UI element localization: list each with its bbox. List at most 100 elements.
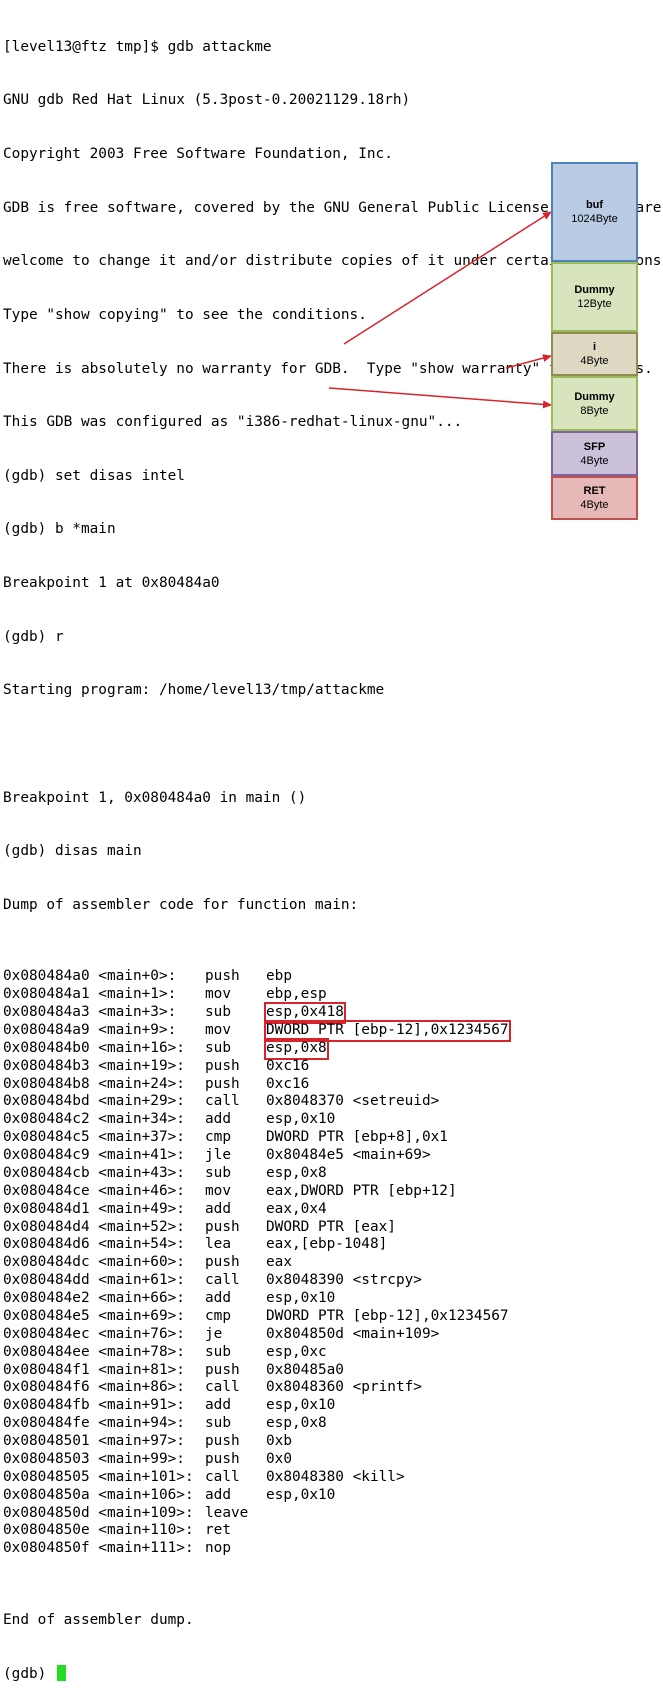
shell-command-line: [level13@ftz tmp]$ gdb attackme: [3, 38, 272, 55]
asm-operands: esp,0xc: [266, 1343, 327, 1360]
license-line: Type "show copying" to see the condition…: [3, 306, 367, 323]
gdb-prompt-line[interactable]: (gdb): [3, 1665, 663, 1683]
breakpoint-line: Breakpoint 1 at 0x80484a0: [3, 575, 220, 591]
asm-mnemonic: cmp: [205, 1307, 231, 1324]
stack-block-i: i 4Byte: [551, 332, 638, 376]
asm-mnemonic: sub: [205, 1343, 231, 1360]
asm-mnemonic: push: [205, 1057, 240, 1074]
asm-operands: esp,0x8: [266, 1415, 327, 1432]
asm-mnemonic: add: [205, 1111, 231, 1128]
asm-address: 0x080484bd <main+29>:: [3, 1093, 185, 1110]
stack-block-size: 4Byte: [580, 454, 609, 467]
asm-row: 0x080484f1 <main+81>: push 0x80485a0: [3, 1362, 663, 1380]
asm-address: 0x080484a1 <main+1>:: [3, 986, 177, 1003]
asm-mnemonic: call: [205, 1379, 240, 1396]
stack-block-size: 8Byte: [580, 404, 609, 417]
asm-mnemonic: sub: [205, 1164, 231, 1181]
asm-mnemonic: push: [205, 1361, 240, 1378]
asm-operands-highlighted: esp,0x418: [264, 1002, 346, 1024]
asm-operands: ebp,esp: [266, 986, 327, 1003]
asm-mnemonic: add: [205, 1290, 231, 1306]
stack-block-size: 4Byte: [580, 499, 609, 511]
asm-address: 0x080484e2 <main+66>:: [3, 1290, 185, 1306]
asm-mnemonic: add: [205, 1486, 231, 1503]
asm-row: 0x080484f6 <main+86>: call 0x8048360 <prin…: [3, 1379, 663, 1397]
stack-block-name: Dummy: [574, 390, 615, 403]
asm-address: 0x08048501 <main+97>:: [3, 1433, 185, 1449]
stack-block-name: i: [592, 341, 597, 353]
stack-block-name: Dummy: [574, 284, 615, 296]
asm-operands: 0x8048370 <setreuid>: [266, 1093, 440, 1110]
gdb-banner-line: GNU gdb Red Hat Linux (5.3post-0.2002112…: [3, 92, 411, 109]
asm-operands: esp,0x8: [266, 1164, 327, 1181]
asm-operands: eax,0x4: [266, 1200, 327, 1217]
asm-operands: 0xc16: [266, 1057, 310, 1074]
gdb-command-line: (gdb) r: [3, 628, 64, 645]
asm-row: 0x080484b3 <main+19>: push 0xc16: [3, 1058, 663, 1076]
asm-operands: esp,0x10: [266, 1397, 336, 1414]
blank-line: [3, 736, 663, 754]
asm-operands: ebp: [266, 968, 292, 985]
asm-address: 0x0804850e <main+110>:: [3, 1522, 194, 1539]
asm-address: 0x080484e5 <main+69>:: [3, 1307, 185, 1324]
asm-address: 0x080484fe <main+94>:: [3, 1415, 185, 1432]
asm-operands: 0xb: [266, 1433, 292, 1449]
asm-operands: esp,0x10: [266, 1111, 336, 1128]
asm-operands: 0x80484e5 <main+69>: [266, 1147, 431, 1163]
asm-address: 0x08048505 <main+101>:: [3, 1468, 194, 1485]
asm-operands: eax: [266, 1254, 292, 1271]
asm-address: 0x080484b8 <main+24>:: [3, 1075, 185, 1092]
asm-mnemonic: jle: [205, 1147, 231, 1163]
asm-operands: 0x8048390 <strcpy>: [266, 1272, 422, 1289]
asm-mnemonic: push: [205, 1450, 240, 1467]
asm-row: 0x080484a1 <main+1>: mov ebp,esp: [3, 986, 663, 1004]
program-start-line: Starting program: /home/level13/tmp/atta…: [3, 682, 385, 699]
stack-block-size: 4Byte: [580, 355, 609, 367]
asm-operands: 0x8048360 <printf>: [266, 1379, 422, 1396]
asm-mnemonic: add: [205, 1200, 231, 1217]
asm-mnemonic: push: [205, 968, 240, 985]
asm-address: 0x080484a0 <main+0>:: [3, 968, 177, 985]
asm-mnemonic: add: [205, 1397, 231, 1414]
asm-operands: esp,0x10: [266, 1290, 336, 1306]
asm-operands: eax,DWORD PTR [ebp+12]: [266, 1182, 457, 1199]
asm-operands: DWORD PTR [ebp+8],0x1: [266, 1129, 448, 1146]
dump-end-line: End of assembler dump.: [3, 1611, 194, 1628]
asm-address: 0x080484fb <main+91>:: [3, 1397, 185, 1414]
asm-operands: 0x8048380 <kill>: [266, 1468, 405, 1485]
asm-operands: 0x0: [266, 1450, 292, 1467]
asm-mnemonic: mov: [205, 1021, 231, 1038]
asm-mnemonic: call: [205, 1272, 240, 1289]
asm-mnemonic: ret: [205, 1522, 231, 1539]
asm-operands: 0x80485a0: [266, 1361, 344, 1378]
asm-address: 0x080484f1 <main+81>:: [3, 1361, 185, 1378]
asm-mnemonic: mov: [205, 1182, 231, 1199]
asm-address: 0x080484f6 <main+86>:: [3, 1379, 185, 1396]
asm-mnemonic: push: [205, 1218, 240, 1235]
asm-address: 0x080484ec <main+76>:: [3, 1325, 185, 1342]
asm-row: 0x0804850e <main+110>: ret: [3, 1522, 663, 1540]
asm-mnemonic: sub: [205, 1415, 231, 1432]
asm-address: 0x080484b3 <main+19>:: [3, 1057, 185, 1074]
asm-mnemonic: mov: [205, 986, 231, 1003]
asm-operands: eax,[ebp-1048]: [266, 1236, 388, 1253]
asm-address: 0x080484a9 <main+9>:: [3, 1021, 177, 1038]
